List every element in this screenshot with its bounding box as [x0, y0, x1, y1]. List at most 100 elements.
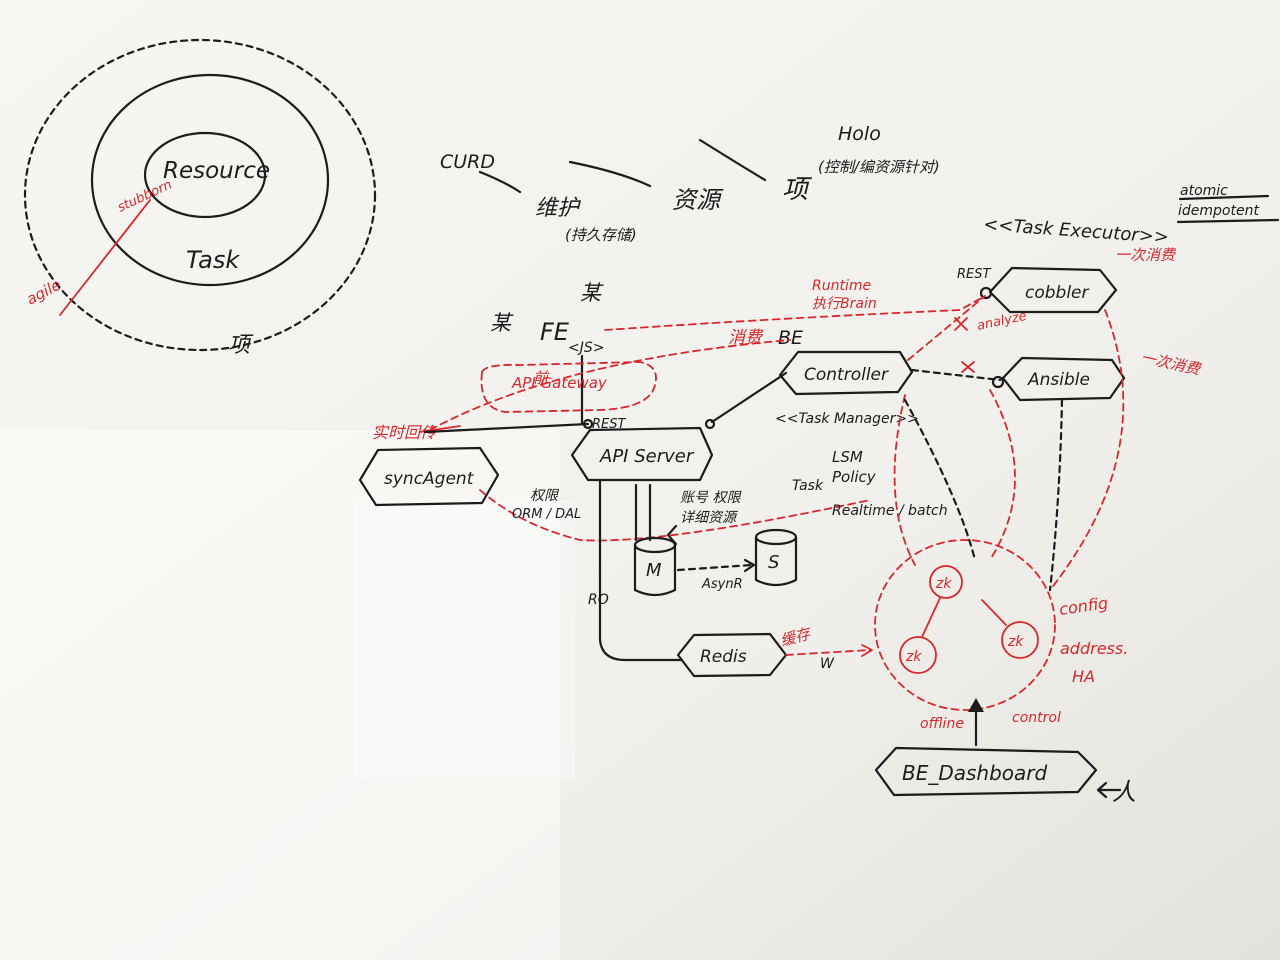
ansible-zk-link: [989, 389, 1016, 561]
onion-middle-ring: [90, 73, 330, 287]
analyze-label: analyze: [976, 309, 1028, 334]
redis-zk-link: [785, 649, 871, 656]
db-master-label: M: [646, 560, 662, 581]
dashboard-node: BE_Dashboard offline control 人: [874, 698, 1136, 806]
replication-link: [676, 563, 754, 572]
word-maintain-sub: (持久存储): [565, 226, 637, 244]
db-slave-body: [754, 535, 798, 587]
task-manager-label: <<Task Manager>>: [775, 411, 919, 427]
policy-label: Policy: [832, 468, 877, 486]
syncagent-node: syncAgent 实时回传: [358, 422, 871, 542]
db-master-top: [633, 536, 677, 554]
syncagent-api-link: [423, 422, 590, 434]
word-item-sub: (控制/编资源针对): [818, 158, 940, 176]
api-gateway-shape: [480, 361, 657, 413]
onion-inner-label: Resource: [163, 158, 270, 184]
rest-label-top: REST: [957, 267, 991, 282]
zk-label-3: zk: [1007, 634, 1024, 650]
ansible-port: [991, 375, 1005, 389]
word-item: 项: [782, 175, 813, 205]
cobbler-label: cobbler: [1025, 283, 1090, 303]
zk-label-2: zk: [905, 649, 922, 665]
realtime-batch-label: Realtime / batch: [832, 503, 948, 519]
offline-label: offline: [920, 716, 964, 732]
zk-cluster-ring: [874, 539, 1056, 711]
resources-label: 详细资源: [680, 510, 739, 526]
ro-label: RO: [588, 592, 609, 608]
controller-label: Controller: [804, 365, 889, 385]
dashboard-zk-arrow: [968, 698, 984, 712]
ansible-zk-link-black: [1048, 398, 1064, 592]
ansible-shape: [1001, 356, 1126, 402]
cobbler-port: [979, 286, 993, 300]
redis-zk-arrow: [861, 644, 873, 657]
idempotent-label: idempotent: [1178, 203, 1259, 219]
cache-label: 缓存: [778, 624, 814, 650]
controller-zk-link-black: [903, 398, 977, 562]
ansible-node: Ansible: [991, 356, 1126, 402]
fe-js-label: <JS>: [568, 340, 604, 356]
fe-char-2: 某: [580, 281, 604, 305]
orm-dal-label: ORM / DAL: [512, 507, 581, 522]
db-slave-label: S: [768, 552, 779, 573]
connector-stroke: [698, 138, 767, 182]
controller-cobbler-link: [907, 295, 986, 361]
api-server-shape: [570, 426, 714, 482]
realtime-push-label: 实时回传: [372, 423, 438, 442]
connector-stroke: [568, 160, 652, 188]
zk-link: [921, 597, 941, 638]
cobbler-shape: [988, 266, 1118, 314]
gateway-backend-link: [429, 339, 791, 431]
syncagent-shape: [358, 446, 500, 507]
syncagent-label: syncAgent: [384, 469, 475, 489]
w-label: W: [820, 656, 835, 672]
onion-inner-ring: [143, 131, 267, 219]
controller-zk-link: [893, 394, 916, 566]
fe-char-1: 某: [490, 311, 514, 335]
onion-outer-label: 项: [228, 333, 254, 358]
redis-label: Redis: [700, 647, 747, 667]
api-redis-link: [598, 478, 684, 662]
top-row: CURD Holo 维护 (持久存储) 资源 项 (控制/编资源针对): [440, 123, 940, 244]
db-slave-top: [754, 528, 798, 546]
executor-annotation: atomic idempotent <<Task Executor>> 一次消费…: [983, 183, 1280, 379]
word-resource: 资源: [672, 186, 724, 214]
async-label: AsynR: [701, 577, 743, 592]
be-label: BE: [778, 327, 803, 349]
idempotent-underline: [1176, 218, 1280, 224]
runtime-sub-label: 执行Brain: [812, 296, 877, 312]
db-master-body: [633, 543, 677, 597]
onion-diagram: Resource Task 项 stubborn agile: [23, 38, 377, 358]
control-label: control: [1012, 710, 1061, 726]
config-label: config: [1058, 593, 1109, 619]
address-label: address.: [1060, 639, 1128, 658]
cobbler-node: cobbler REST: [957, 266, 1118, 314]
ray-label-agile: agile: [23, 276, 63, 309]
holo-label: Holo: [838, 123, 881, 145]
zk-node-3: [1001, 621, 1039, 659]
crud-label: CURD: [440, 151, 495, 173]
connector-stroke: [478, 170, 522, 194]
ha-label: HA: [1072, 667, 1095, 686]
dashboard-label: BE_Dashboard: [902, 761, 1048, 785]
ray-label-stubborn: stubborn: [115, 177, 174, 215]
actor-arrow: [1096, 781, 1122, 799]
controller-ansible-link: [910, 368, 1002, 382]
lsm-label: LSM: [832, 448, 863, 466]
task-executor-label: <<Task Executor>>: [983, 214, 1170, 248]
atomic-underline: [1178, 194, 1270, 201]
syncagent-taskpolicy-link: [479, 489, 871, 542]
onion-ray: [59, 199, 151, 316]
fe-label: FE: [540, 318, 570, 346]
onion-outer-ring: [23, 38, 377, 352]
consume-once-1: 一次消费: [1115, 246, 1177, 264]
controller-shape: [778, 350, 914, 396]
redis-node: Redis: [676, 632, 788, 678]
atomic-label: atomic: [1180, 183, 1228, 199]
perm2-label: 账号 权限: [680, 490, 742, 506]
onion-middle-label: Task: [186, 246, 240, 274]
task-label: Task: [792, 478, 824, 494]
controller-node: Controller <<Task Manager>>: [775, 350, 919, 427]
